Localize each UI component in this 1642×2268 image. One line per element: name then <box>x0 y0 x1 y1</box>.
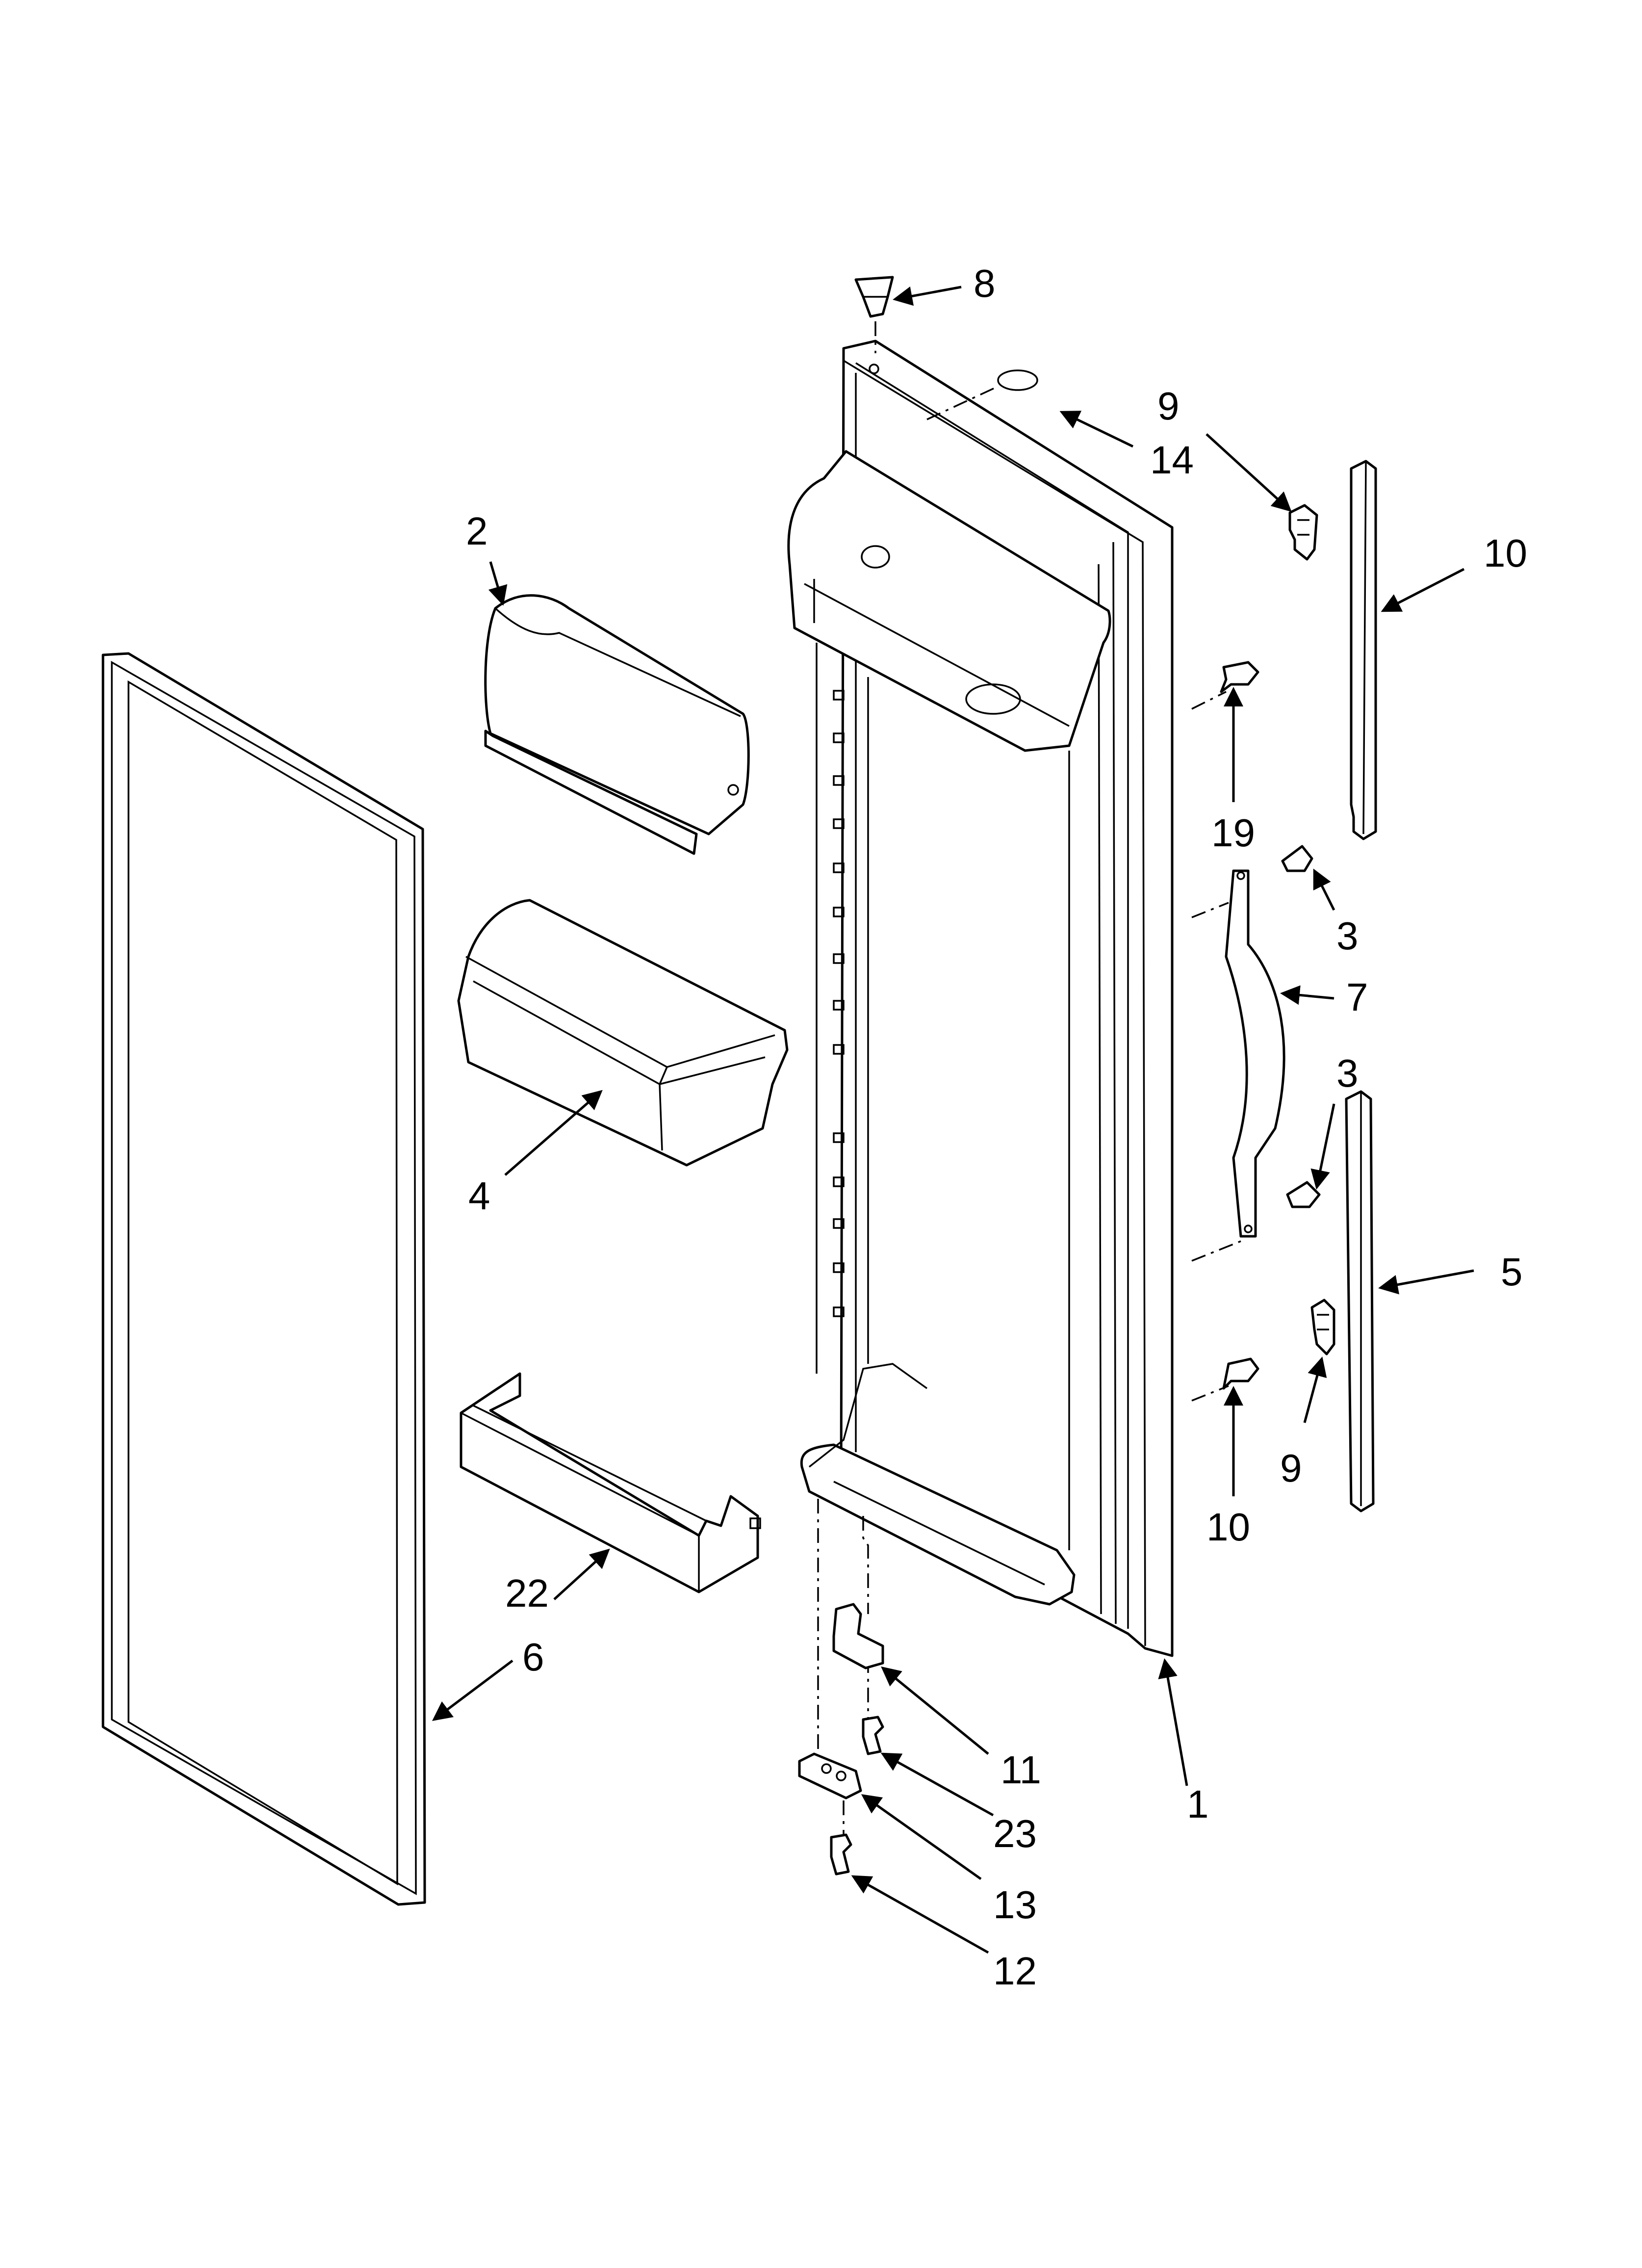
callout-13: 13 <box>993 1883 1037 1927</box>
callout-22: 22 <box>505 1571 549 1615</box>
shelf-bosses <box>833 690 845 1317</box>
top-plug <box>854 276 894 318</box>
handle-screw-lower <box>1286 1181 1321 1208</box>
door-gasket <box>102 652 426 1906</box>
callout-19: 19 <box>1211 811 1255 855</box>
callout-9-lower: 9 <box>1280 1446 1302 1490</box>
door-screw-upper <box>1220 661 1259 693</box>
callout-7: 7 <box>1346 975 1368 1019</box>
callout-5: 5 <box>1501 1250 1523 1294</box>
callout-10-lower: 10 <box>1206 1505 1250 1549</box>
refrigerator-door <box>787 339 1174 1657</box>
callout-14: 14 <box>1150 438 1194 482</box>
callout-4: 4 <box>468 1174 490 1218</box>
callout-6: 6 <box>522 1635 544 1679</box>
hinge-screw <box>862 1716 884 1755</box>
callout-23: 23 <box>993 1812 1037 1855</box>
trim-upper <box>1350 460 1377 840</box>
hinge-bushing <box>832 1603 884 1669</box>
callout-1: 1 <box>1187 1782 1209 1826</box>
trim-lower <box>1345 1090 1375 1512</box>
callout-3-upper: 3 <box>1336 914 1359 958</box>
callout-labels: 8 14 9 2 10 19 3 7 3 4 5 9 10 22 6 11 1 … <box>466 261 1527 1993</box>
callout-3-lower: 3 <box>1336 1051 1359 1095</box>
leader-lines <box>432 286 1474 1954</box>
door-rail <box>460 1372 761 1593</box>
callout-8: 8 <box>974 261 996 305</box>
door-screw-lower <box>1222 1357 1259 1390</box>
callout-2: 2 <box>466 509 488 553</box>
clip-upper <box>1288 504 1318 561</box>
callout-12: 12 <box>993 1949 1037 1993</box>
callout-10-upper: 10 <box>1484 531 1527 575</box>
dairy-door <box>484 594 750 855</box>
clip-lower <box>1310 1299 1335 1356</box>
top-washer <box>926 369 1038 420</box>
door-handle <box>1225 869 1285 1238</box>
callout-11: 11 <box>1001 1748 1041 1792</box>
handle-screw-upper <box>1281 845 1313 872</box>
bottom-hinge <box>798 1752 862 1799</box>
callout-9-upper: 9 <box>1157 384 1180 428</box>
bottom-screw <box>830 1833 852 1876</box>
door-bin <box>457 899 789 1167</box>
